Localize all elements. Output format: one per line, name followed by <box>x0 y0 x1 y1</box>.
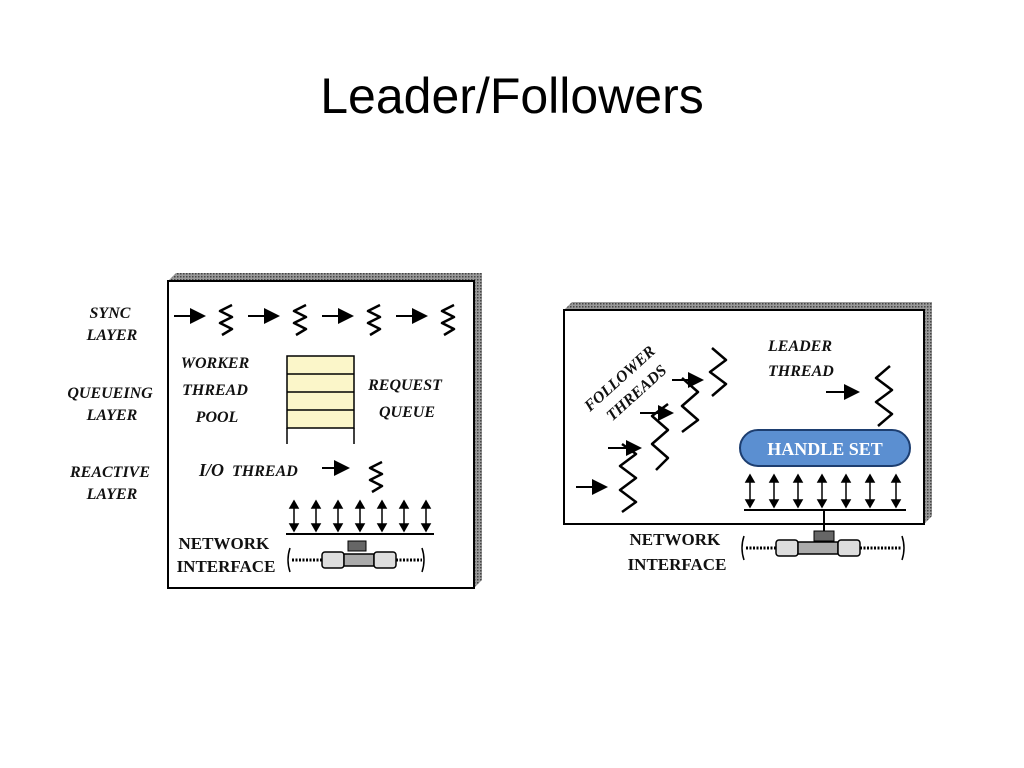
handle-set-arrows <box>744 473 906 534</box>
io-arrows <box>286 499 434 535</box>
reactive-layer-label: REACTIVE LAYER <box>69 464 154 503</box>
follower-threads <box>576 347 728 514</box>
request-queue-label: REQUEST QUEUE <box>367 377 446 421</box>
left-box <box>167 280 475 589</box>
handle-set <box>739 429 911 467</box>
left-network-interface-label: NETWORK INTERFACE <box>177 534 276 576</box>
handle-set-label: HANDLE SET <box>767 439 883 459</box>
sync-layer-label: SYNC LAYER <box>86 305 138 344</box>
io-thread-label: I/O THREAD <box>198 460 298 480</box>
leader-thread-label: LEADER THREAD <box>767 338 836 380</box>
queueing-layer-label: QUEUEING LAYER <box>67 385 156 424</box>
left-diagram: SYNC LAYER QUEUEING LAYER REACTIVE LAYER… <box>67 273 482 589</box>
sync-threads <box>174 303 456 337</box>
leader-thread-icon <box>874 365 894 427</box>
right-network-interface-label: NETWORK INTERFACE <box>628 530 727 574</box>
request-queue <box>286 355 355 444</box>
left-network-cable-icon <box>287 540 425 573</box>
slide-title: Leader/Followers <box>320 68 704 124</box>
right-diagram: FOLLOWER THREADS LEADER THREAD HANDLE SE… <box>563 302 932 574</box>
worker-thread-pool-label: WORKER THREAD POOL <box>181 355 253 426</box>
right-network-cable-icon <box>741 530 905 561</box>
